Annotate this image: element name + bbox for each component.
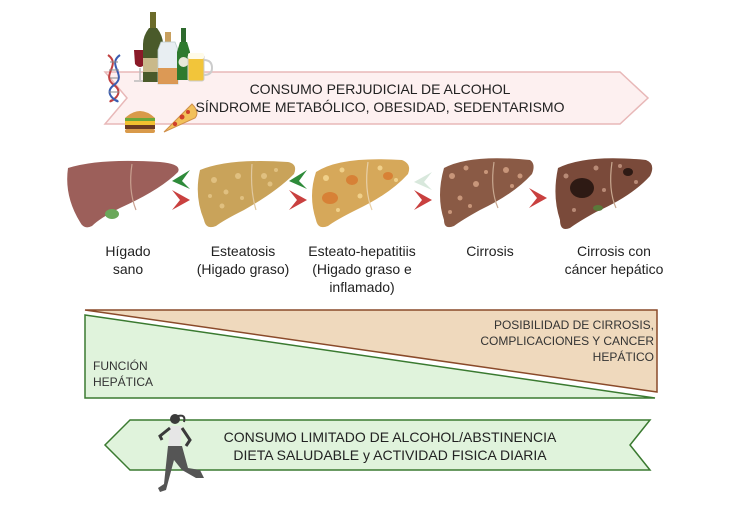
bottom-banner-line1: CONSUMO LIMITADO DE ALCOHOL/ABSTINENCIA [223,429,557,445]
liver-cirrhosis-icon [440,158,534,228]
top-banner-line1: CONSUMO PERJUDICIAL DE ALCOHOL [249,81,511,97]
stage-label-line3: inflamado) [329,279,395,295]
function-label: FUNCIÓN HEPÁTICA [93,358,153,390]
top-banner-line2: SÍNDROME METABÓLICO, OBESIDAD, SEDENTARI… [195,99,565,115]
dna-icon [107,54,121,103]
beer-mug-icon [187,53,214,82]
stage-label-steatohepatitis: Esteato-hepatitiis (Higado graso e infla… [297,242,427,296]
liver-healthy-icon [67,160,179,228]
faded-regression-arrow-3 [414,172,432,190]
function-label-line2: HEPÁTICA [93,375,154,389]
stage-label-line1: Esteato-hepatitiis [308,243,416,259]
stage-label-line2: cáncer hepático [564,261,664,277]
risk-label-line2: COMPLICACIONES Y CANCER [480,334,654,348]
bottom-banner-line2: DIETA SALUDABLE y ACTIVIDAD FISICA DIARI… [233,447,547,463]
stage-label-cancer: Cirrosis con cáncer hepático [549,242,679,278]
bottom-banner-text: CONSUMO LIMITADO DE ALCOHOL/ABSTINENCIA … [200,428,580,464]
stage-label-line1: Cirrosis con [577,243,651,259]
pizza-slice-icon [163,103,198,133]
liver-steatohepatitis-icon [312,159,410,228]
stage-label-line1: Cirrosis [466,243,514,259]
stage-label-line1: Esteatosis [210,243,276,259]
regression-arrow-1 [172,170,190,189]
top-banner-arrow [103,71,650,125]
progression-arrow-4 [529,188,547,208]
top-banner-text: CONSUMO PERJUDICIAL DE ALCOHOL SÍNDROME … [130,80,630,116]
stage-label-healthy: Hígado sano [63,242,193,278]
runner-icon [158,414,204,492]
stage-label-cirrhosis: Cirrosis [425,242,555,260]
stage-label-line2: (Higado graso e [312,261,412,277]
function-triangle [84,314,656,399]
liquor-bottle-icon [157,32,179,85]
liver-steatosis-icon [197,161,296,228]
progression-arrow-1 [172,190,190,210]
stage-label-line2: (Higado graso) [196,261,290,277]
risk-triangle [84,309,658,393]
liver-cancer-icon [555,158,653,229]
risk-label-line3: HEPÁTICO [592,350,654,364]
progression-arrow-2 [289,190,307,210]
burger-icon [125,111,155,133]
stage-label-steatosis: Esteatosis (Higado graso) [178,242,308,278]
stage-label-line2: sano [112,261,144,277]
function-label-line1: FUNCIÓN [93,359,148,373]
stage-label-line1: Hígado [105,243,151,259]
regression-arrow-2 [289,170,307,189]
risk-label: POSIBILIDAD DE CIRROSIS, COMPLICACIONES … [480,317,654,365]
risk-label-line1: POSIBILIDAD DE CIRROSIS, [493,318,654,332]
progression-arrow-3 [414,190,432,210]
beer-bottle-icon [177,28,190,80]
bottom-banner-arrow [103,419,652,471]
